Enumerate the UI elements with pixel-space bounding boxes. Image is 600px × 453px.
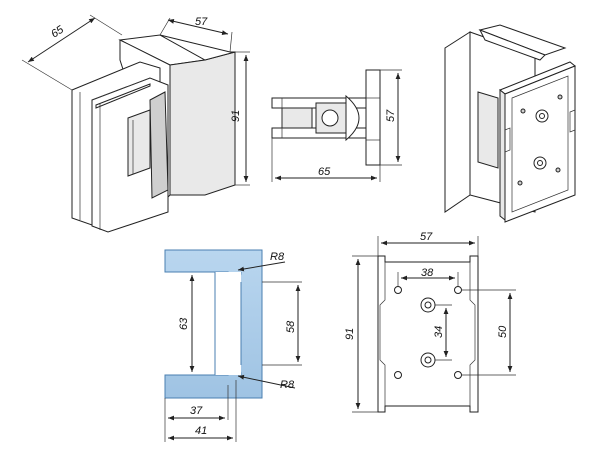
- cutout-radius-top: R8: [270, 251, 285, 263]
- plate-dim-hole-spacing-y: 50: [497, 325, 509, 338]
- side-view: 57 65: [271, 69, 402, 182]
- cutout-radius-bottom: R8: [280, 379, 295, 391]
- cutout-view: R8 R8 63 58 37 41: [164, 249, 302, 442]
- plate-dim-height: 91: [344, 328, 356, 340]
- side-flange: [365, 69, 381, 166]
- iso-right-view: [444, 24, 576, 223]
- plate-dim-hole-spacing-x: 38: [421, 267, 434, 279]
- plate-dim-center-spacing: 34: [433, 326, 445, 338]
- plate-hole-br: [454, 371, 462, 379]
- iso-right-recess: [477, 91, 499, 169]
- side-hinge-curve: [345, 94, 360, 142]
- plate-outline: [377, 255, 479, 413]
- side-pivot-circle: [321, 109, 339, 127]
- block-right-face: [169, 51, 236, 196]
- side-dim-label-height: 57: [385, 109, 397, 122]
- iso-right-front-plate: [504, 65, 576, 223]
- plate-hole-tl: [394, 286, 402, 294]
- cutout-dim-total-width: 41: [195, 425, 207, 437]
- side-dim-label-length: 65: [318, 166, 331, 178]
- hinge-knuckle: [149, 91, 169, 199]
- plate-hole-tr: [454, 286, 462, 294]
- iso-right-back-edge: [444, 31, 471, 213]
- plate-recess: [127, 109, 151, 177]
- cutout-dim-slot-height: 63: [178, 317, 190, 330]
- dim-label-width: 57: [195, 16, 208, 28]
- dim-label-height: 91: [230, 110, 242, 122]
- plate-view: 57 91 38 34 50: [344, 231, 516, 413]
- cutout-dim-inner-width: 37: [190, 405, 203, 417]
- plate-dim-width: 57: [420, 231, 433, 243]
- iso-left-view: 65 57 91: [21, 14, 250, 233]
- plate-hole-bl: [394, 371, 402, 379]
- cutout-dim-edge-height: 58: [285, 320, 297, 333]
